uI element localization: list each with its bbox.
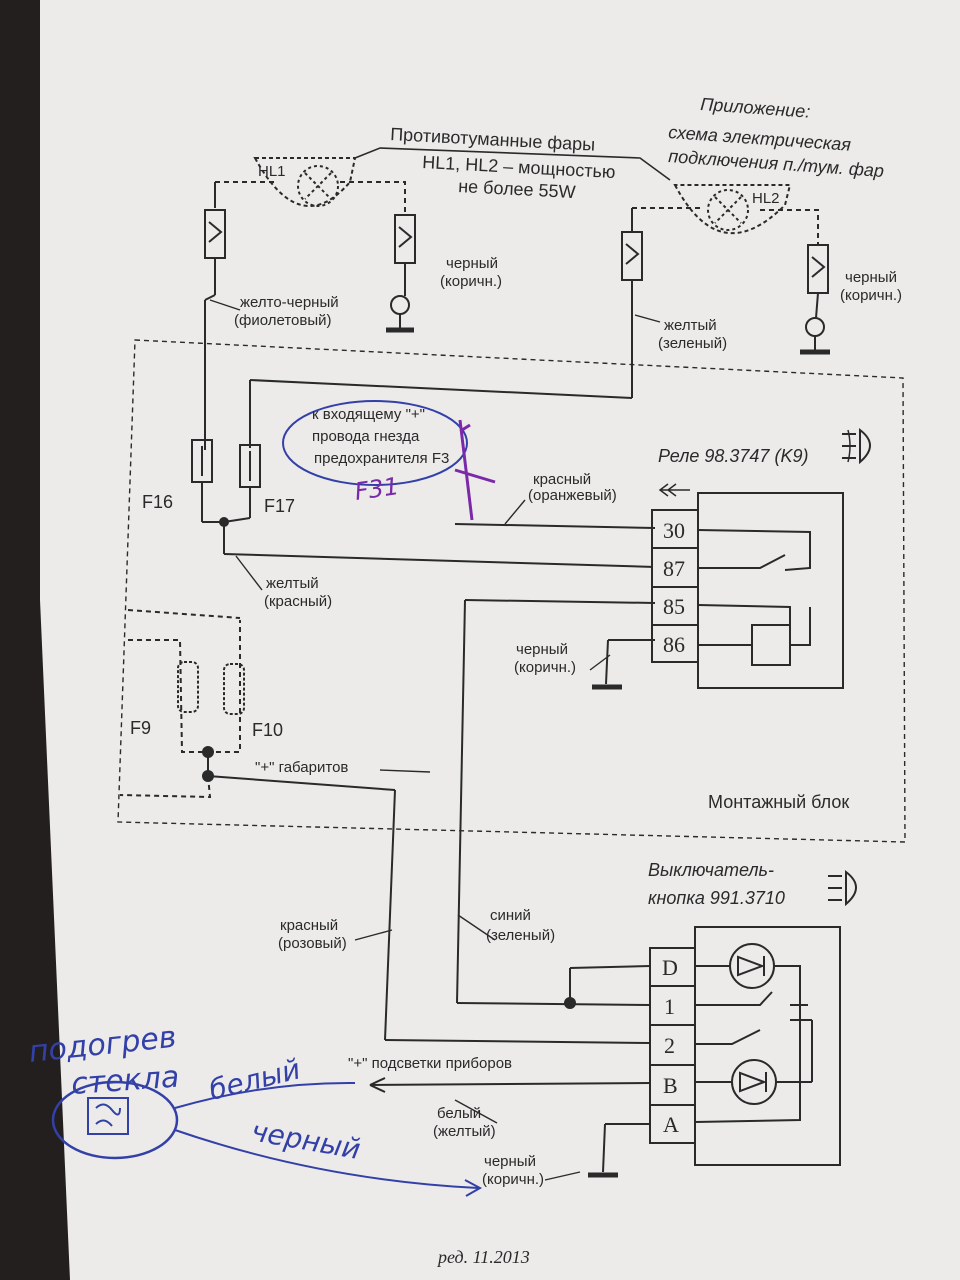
- wire-brown-2: (коричн.): [840, 287, 902, 304]
- switch-pin-block: [649, 947, 696, 1144]
- heated-glass-icon: [87, 1097, 129, 1135]
- fog-lamp-hl1: [253, 157, 357, 207]
- wire-brown-1: (коричн.): [440, 273, 502, 290]
- handwritten-black: черный: [249, 1114, 363, 1166]
- fog-lamps-label: Противотуманные фары: [390, 124, 596, 155]
- switch-label-line2: кнопка 991.3710: [648, 888, 785, 908]
- wire-green-1: (зеленый): [658, 335, 727, 352]
- relay-pin-87: 87: [663, 556, 685, 581]
- fog-lamp-hl2: [673, 184, 792, 235]
- junction-dots: [202, 517, 576, 1009]
- wire-yellow-black: желто-черный: [240, 294, 339, 311]
- wire-black-2: черный: [845, 269, 897, 286]
- relay-pin-86: 86: [663, 632, 685, 657]
- fuse-note-line1: к входящему "+": [312, 406, 425, 423]
- title-line3: подключения п./тум. фар: [668, 146, 885, 181]
- pen-circle-fuse-note: [282, 400, 468, 486]
- gabarit-label: "+" габаритов: [255, 759, 348, 776]
- wire-green-2: (зеленый): [486, 927, 555, 944]
- wire-brown-3: (коричн.): [514, 659, 576, 676]
- switch-pin-2: 2: [664, 1033, 675, 1058]
- relay-label: Реле 98.3747 (K9): [658, 446, 808, 466]
- wire-blue: синий: [490, 907, 531, 924]
- hl2-label: HL2: [752, 190, 780, 207]
- wire-white: белый: [437, 1105, 481, 1122]
- mounting-block-outline: [117, 339, 906, 843]
- wire-red-3: красный: [280, 917, 338, 934]
- wire-red-2: (красный): [264, 593, 332, 610]
- handwritten-f31: F31: [353, 472, 401, 506]
- wire-arrow-icon: [658, 483, 690, 497]
- wiring: [117, 147, 906, 1181]
- switch-pin-1: 1: [664, 994, 675, 1019]
- pen-circle-heater: [51, 1080, 179, 1160]
- relay-pin-30: 30: [663, 518, 685, 543]
- wire-yellow-1: желтый: [664, 317, 717, 334]
- title-line1: Приложение:: [700, 94, 811, 122]
- hl1-label: HL1: [258, 163, 286, 180]
- wire-black-3: черный: [516, 641, 568, 658]
- backlight-label: "+" подсветки приборов: [348, 1055, 512, 1072]
- fog-light-icon-switch: [828, 869, 857, 907]
- wire-yellow-3: (желтый): [433, 1123, 496, 1140]
- switch-pin-d: D: [662, 955, 678, 980]
- fuse-f10-label: F10: [252, 720, 283, 740]
- switch-label-line1: Выключатель-: [648, 860, 774, 880]
- switch-pin-a: A: [663, 1112, 679, 1137]
- wire-violet: (фиолетовый): [234, 312, 332, 329]
- wire-brown-4: (коричн.): [482, 1171, 544, 1188]
- mounting-block-label: Монтажный блок: [708, 792, 849, 812]
- fuse-f10: [223, 663, 245, 715]
- handwritten-notes: [51, 400, 496, 1197]
- wire-orange: (оранжевый): [528, 487, 617, 504]
- fog-lamps-spec-line1: HL1, HL2 – мощностью: [422, 152, 616, 182]
- wire-black-4: черный: [484, 1153, 536, 1170]
- fuse-f16-label: F16: [142, 492, 173, 512]
- wire-red-1: красный: [533, 471, 591, 488]
- fuse-note-line3: предохранителя F3: [314, 450, 449, 467]
- switch-pin-b: B: [663, 1073, 678, 1098]
- wire-yellow-2: желтый: [266, 575, 319, 592]
- wire-black-1: черный: [446, 255, 498, 272]
- fog-lamps-spec-line2: не более 55W: [458, 176, 576, 202]
- handwritten-heating-line2: стекла: [70, 1060, 180, 1102]
- relay-pin-85: 85: [663, 594, 685, 619]
- fuse-note-line2: провода гнезда: [312, 428, 420, 445]
- wire-pink: (розовый): [278, 935, 347, 952]
- fog-light-icon: [842, 427, 871, 465]
- fuse-f9-label: F9: [130, 718, 151, 738]
- fuse-f9: [177, 661, 199, 713]
- fuse-f17-label: F17: [264, 496, 295, 516]
- revision-footer: ред. 11.2013: [436, 1247, 530, 1267]
- handwritten-white: белый: [206, 1052, 304, 1106]
